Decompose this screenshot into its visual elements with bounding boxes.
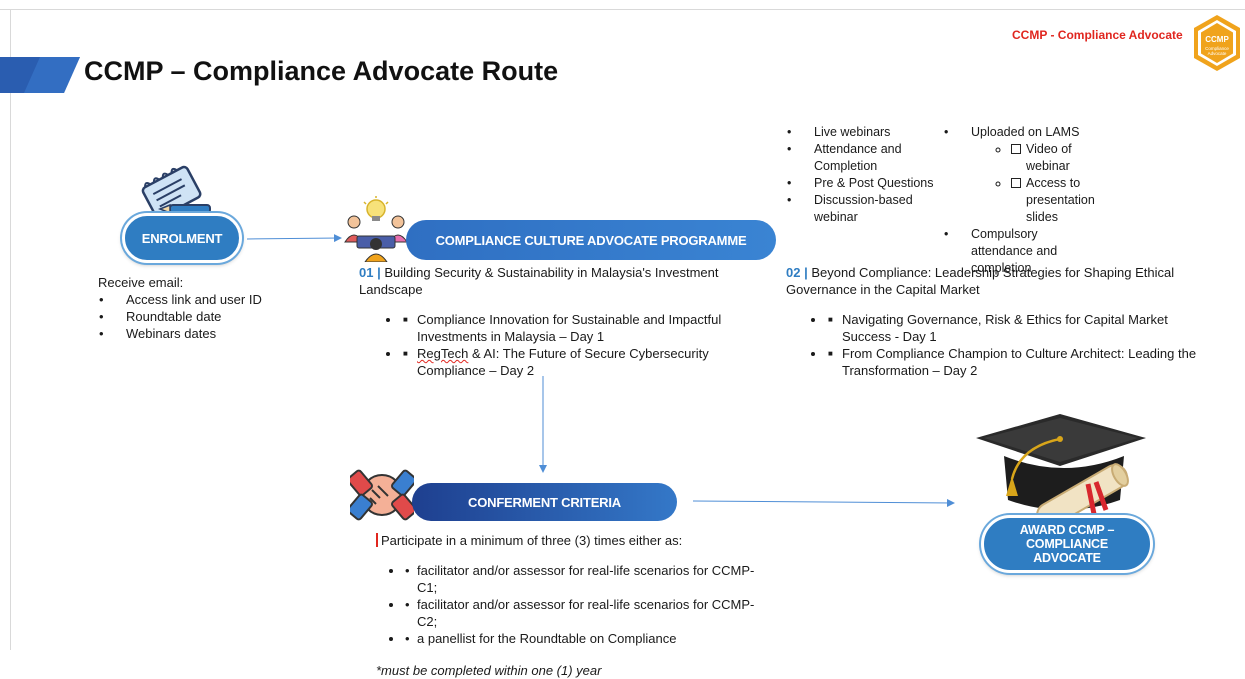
list-item: Navigating Governance, Risk & Ethics for… <box>826 311 1201 345</box>
ccmp-badge-icon: CCMP Compliance Advocate <box>1194 15 1240 71</box>
module-02: 02 | Beyond Compliance: Leadership Strat… <box>786 264 1201 392</box>
clipboard-pen-icon <box>141 165 211 217</box>
module-01: 01 | Building Security & Sustainability … <box>359 264 769 392</box>
list-item: Webinars dates <box>98 325 308 342</box>
list-item: facilitator and/or assessor for real-lif… <box>404 596 774 630</box>
handshake-icon <box>350 469 414 521</box>
list-item: Live webinars <box>786 124 938 141</box>
delivery-list-left: Live webinars Attendance and Completion … <box>786 124 938 226</box>
award-ccmp-step: AWARD CCMP – COMPLIANCE ADVOCATE <box>981 515 1153 573</box>
top-border <box>0 9 1245 10</box>
enrolment-step: ENROLMENT <box>122 213 242 263</box>
module-02-title: 02 | Beyond Compliance: Leadership Strat… <box>786 265 1175 297</box>
delivery-list-right: Uploaded on LAMS Video of webinar Access… <box>943 124 1103 277</box>
conferment-criteria-step: CONFERMENT CRITERIA <box>412 483 677 521</box>
header-tag-shape <box>0 57 80 93</box>
list-item: Uploaded on LAMS Video of webinar Access… <box>943 124 1103 226</box>
badge-line-2: Compliance <box>1205 46 1229 51</box>
enrolment-email-list: Access link and user ID Roundtable date … <box>98 291 308 342</box>
module-01-title: 01 | Building Security & Sustainability … <box>359 265 719 297</box>
list-item: From Compliance Champion to Culture Arch… <box>826 345 1201 379</box>
arrow-enrolment-to-programme <box>246 234 342 243</box>
arrow-conferment-to-award <box>692 498 955 507</box>
flow-connectors <box>246 234 955 507</box>
graduation-cap-diploma-icon <box>976 414 1146 522</box>
conferment-intro: Participate in a minimum of three (3) ti… <box>364 532 774 549</box>
team-idea-icon <box>344 196 408 262</box>
list-item: Roundtable date <box>98 308 308 325</box>
badge-line-1: CCMP <box>1205 35 1229 44</box>
list-item: Compulsory attendance and completion <box>943 226 1103 277</box>
list-item: Video of webinar <box>1010 141 1103 175</box>
list-item: Compliance Innovation for Sustainable an… <box>401 311 769 345</box>
enrolment-details: Receive email: Access link and user ID R… <box>98 274 308 342</box>
red-marker <box>376 533 378 547</box>
list-item: a panellist for the Roundtable on Compli… <box>404 630 774 647</box>
left-border <box>10 9 11 650</box>
list-item: Access link and user ID <box>98 291 308 308</box>
page-title: CCMP – Compliance Advocate Route <box>84 56 559 86</box>
badge-line-3: Advocate <box>1208 51 1227 56</box>
list-item: RegTech & AI: The Future of Secure Cyber… <box>401 345 769 379</box>
list-item: Attendance and Completion <box>786 141 938 175</box>
conferment-details: Participate in a minimum of three (3) ti… <box>364 532 774 679</box>
list-item: facilitator and/or assessor for real-lif… <box>404 562 774 596</box>
list-item: Access to presentation slides <box>1010 175 1103 226</box>
receive-email-label: Receive email: <box>98 275 184 290</box>
conferment-note: *must be completed within one (1) year <box>376 663 602 678</box>
compliance-culture-advocate-programme-step: COMPLIANCE CULTURE ADVOCATE PROGRAMME <box>406 220 776 260</box>
list-item: Discussion-based webinar <box>786 192 938 226</box>
brand-label: CCMP - Compliance Advocate <box>1012 28 1183 42</box>
list-item: Pre & Post Questions <box>786 175 938 192</box>
